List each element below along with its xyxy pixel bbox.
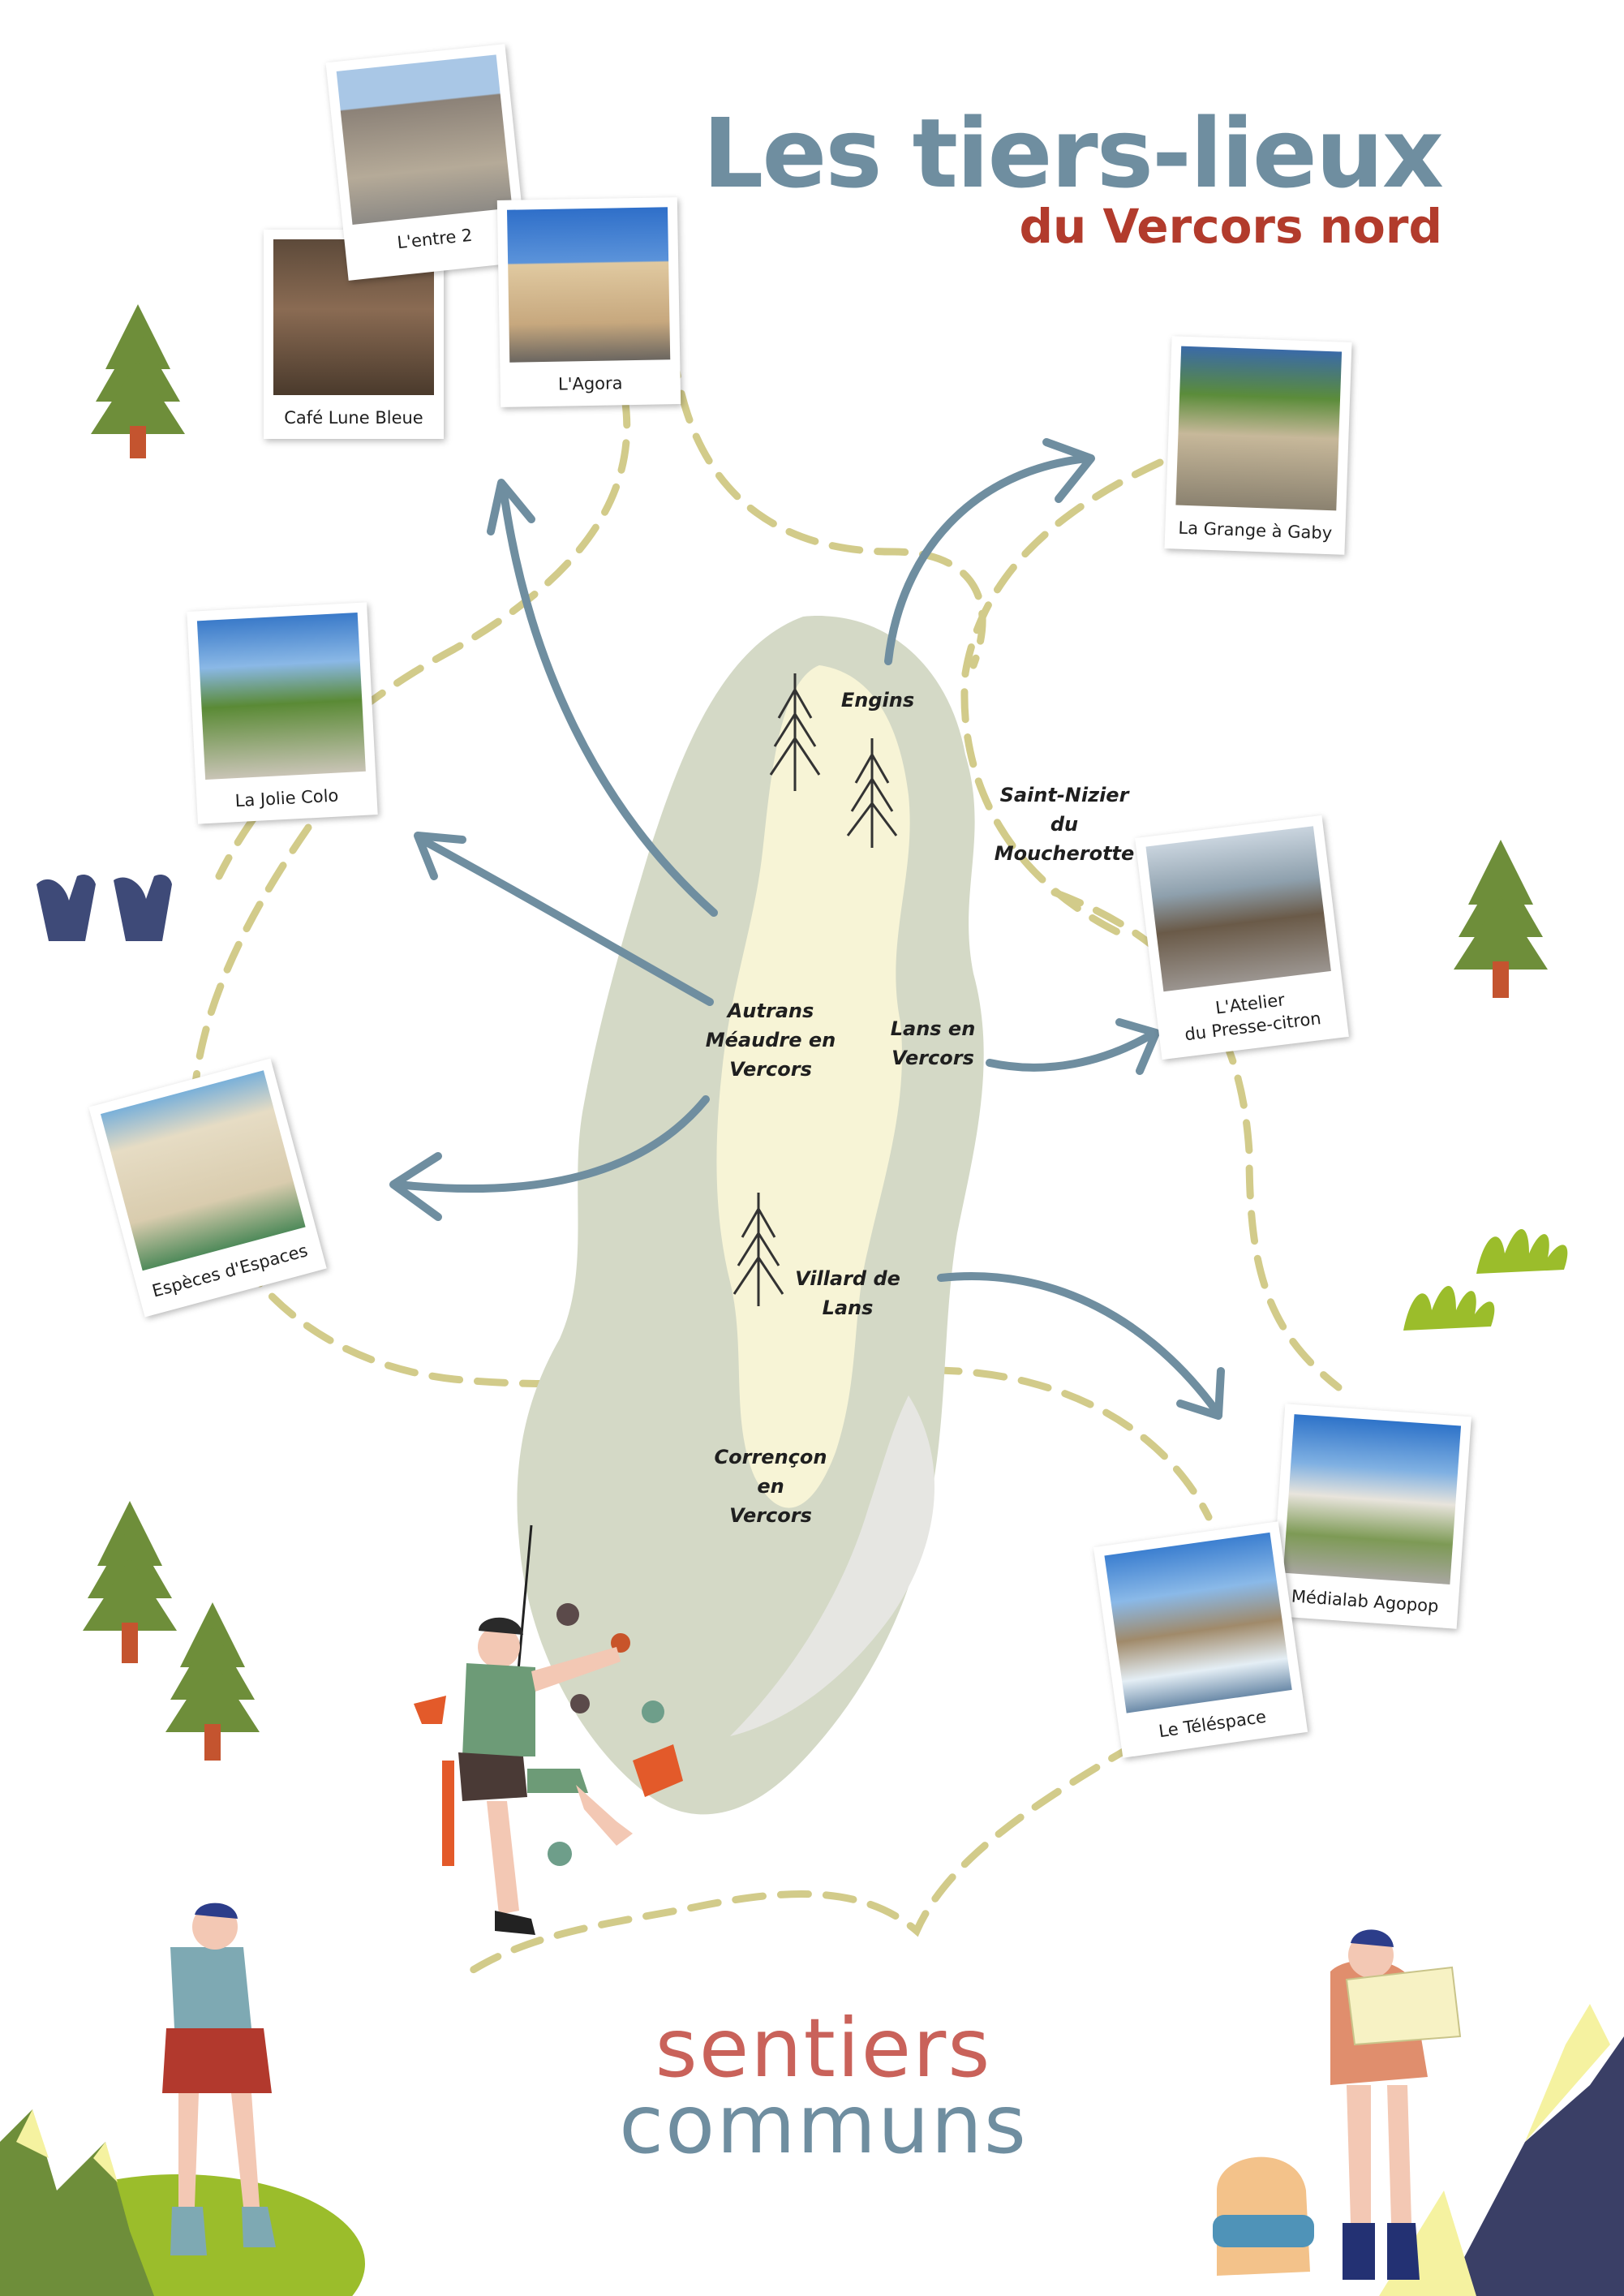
grass-tuft-icons: [1403, 1229, 1568, 1331]
brand-logo: sentiers communs: [612, 2008, 1034, 2165]
place-card-jolie-colo[interactable]: La Jolie Colo: [187, 602, 378, 824]
photo-atelier-presse-citron: [1145, 826, 1331, 992]
town-label-engins: Engins: [840, 689, 915, 712]
map-title: Les tiers-lieux du Vercors nord: [702, 97, 1444, 254]
photo-jolie-colo: [196, 612, 366, 780]
place-card-telespace[interactable]: Le Téléspace: [1093, 1521, 1308, 1758]
climber-illustration: [442, 1524, 633, 1935]
photo-grange-gaby: [1175, 346, 1343, 511]
place-caption: L'Agora: [557, 373, 623, 394]
title-main: Les tiers-lieux: [702, 97, 1444, 209]
photo-telespace: [1104, 1532, 1292, 1713]
line-pine-icons: [733, 673, 898, 1306]
title-subtitle: du Vercors nord: [1019, 199, 1442, 254]
place-caption: La Grange à Gaby: [1178, 518, 1333, 544]
town-label-villard: Villard de Lans: [795, 1267, 900, 1319]
town-label-correncon: Corrençon en Vercors: [714, 1446, 827, 1527]
hiker-illustration-left: [0, 1903, 365, 2296]
photo-agora: [506, 207, 671, 363]
town-label-saint-nizier: Saint-Nizier du Moucherotte: [994, 784, 1135, 865]
place-card-grange-gaby[interactable]: La Grange à Gaby: [1164, 336, 1352, 555]
place-card-atelier-presse-citron[interactable]: L'Atelier du Presse-citron: [1135, 815, 1349, 1060]
place-card-medialab-agopop[interactable]: Médialab Agopop: [1270, 1404, 1471, 1629]
place-caption: Café Lune Bleue: [284, 408, 423, 428]
photo-medialab-agopop: [1282, 1414, 1462, 1584]
climbing-holds: [414, 1603, 683, 1866]
direction-arrows: [389, 438, 1225, 1420]
pine-tree-icons: [83, 304, 1548, 1761]
brand-line-2: communs: [619, 2077, 1028, 2172]
vercors-massif: [517, 616, 984, 1815]
town-label-lans: Lans en Vercors: [890, 1017, 976, 1069]
brand-line-1: sentiers: [655, 2001, 992, 2096]
photo-entre-2: [336, 54, 513, 225]
hiker-illustration-right: [1213, 1929, 1624, 2296]
town-label-autrans: Autrans Méaudre en Vercors: [705, 1000, 836, 1081]
footprint-icons: [37, 875, 172, 941]
place-card-agora[interactable]: L'Agora: [496, 197, 681, 407]
